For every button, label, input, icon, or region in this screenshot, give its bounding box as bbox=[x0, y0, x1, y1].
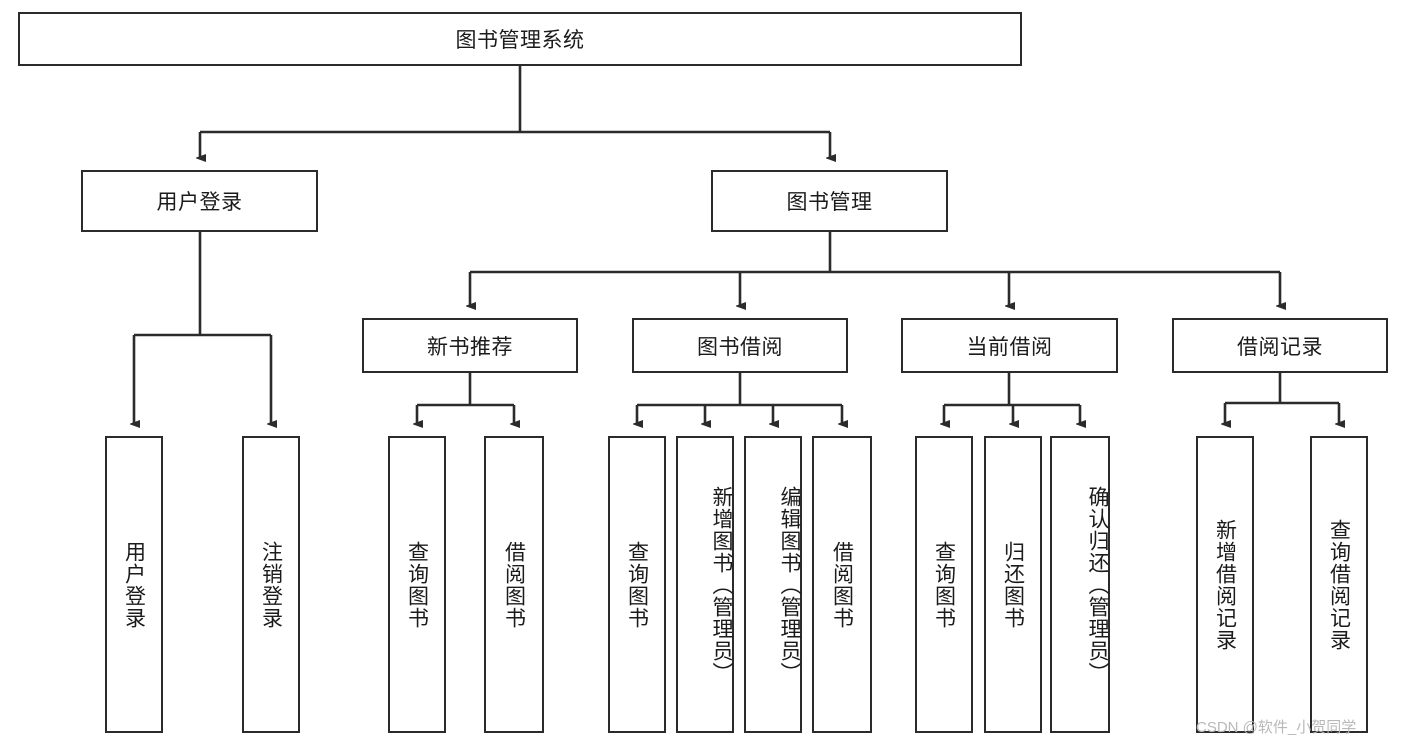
node-root[interactable]: 图书管理系统 bbox=[18, 12, 1022, 66]
leaf-confirm-return[interactable]: 确认归还（管理员） bbox=[1050, 436, 1110, 733]
node-user-login[interactable]: 用户登录 bbox=[81, 170, 318, 232]
leaf-query-record[interactable]: 查询借阅记录 bbox=[1310, 436, 1368, 733]
leaf-logout[interactable]: 注销登录 bbox=[242, 436, 300, 733]
leaf-query-book-new[interactable]: 查询图书 bbox=[388, 436, 446, 733]
leaf-return-book[interactable]: 归还图书 bbox=[984, 436, 1042, 733]
leaf-borrow-book[interactable]: 借阅图书 bbox=[812, 436, 872, 733]
csdn-watermark: CSDN @软件_小贺同学 bbox=[1196, 719, 1357, 736]
leaf-user-login[interactable]: 用户登录 bbox=[105, 436, 163, 733]
node-borrow-record[interactable]: 借阅记录 bbox=[1172, 318, 1388, 373]
node-book-borrow[interactable]: 图书借阅 bbox=[632, 318, 848, 373]
node-new-book-recommend[interactable]: 新书推荐 bbox=[362, 318, 578, 373]
node-current-borrow[interactable]: 当前借阅 bbox=[901, 318, 1118, 373]
leaf-add-record[interactable]: 新增借阅记录 bbox=[1196, 436, 1254, 733]
node-book-manage[interactable]: 图书管理 bbox=[711, 170, 948, 232]
leaf-borrow-book-new[interactable]: 借阅图书 bbox=[484, 436, 544, 733]
leaf-query-book-borrow[interactable]: 查询图书 bbox=[608, 436, 666, 733]
leaf-add-book[interactable]: 新增图书（管理员） bbox=[676, 436, 734, 733]
leaf-query-book-current[interactable]: 查询图书 bbox=[915, 436, 973, 733]
leaf-edit-book[interactable]: 编辑图书（管理员） bbox=[744, 436, 802, 733]
